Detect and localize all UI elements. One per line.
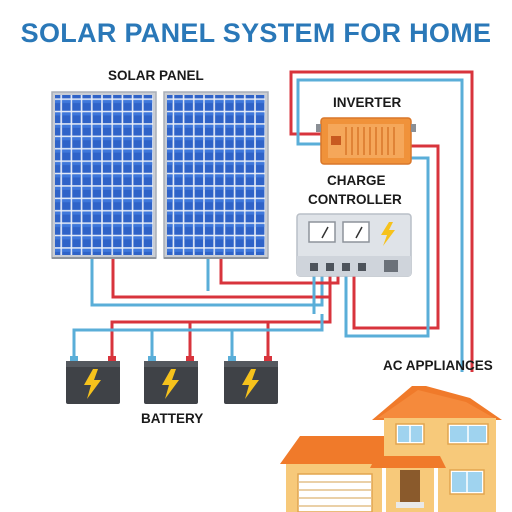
lightning-bolt-icon: [381, 222, 395, 246]
wire-panel2-pos: [219, 259, 340, 285]
wires: [72, 70, 474, 372]
battery-2: [144, 356, 198, 404]
charge-controller-icon: [296, 213, 412, 277]
wire-battery-pos-bus: [110, 273, 332, 358]
ac-appliances-label: AC APPLIANCES: [383, 358, 493, 373]
solar-panel-left: [51, 91, 157, 259]
wire-battery-neg-bus: [72, 273, 324, 358]
charge-controller-label-line1: CHARGE: [327, 173, 386, 188]
wire-ctrl-inverter-red: [352, 144, 440, 330]
diagram-title: SOLAR PANEL SYSTEM FOR HOME: [20, 18, 492, 48]
wire-ac-red: [289, 70, 474, 372]
lightning-bolt-icon: [242, 369, 259, 399]
wire-ctrl-inverter-blue: [344, 156, 430, 338]
wire-panel1-neg: [90, 259, 324, 307]
inverter-label: INVERTER: [333, 95, 402, 110]
wire-ac-blue: [296, 78, 464, 372]
solar-panel-label: SOLAR PANEL: [108, 68, 204, 83]
house-icon: [280, 386, 502, 512]
lightning-bolt-icon: [162, 369, 179, 399]
battery-3: [224, 356, 278, 404]
battery-1: [66, 356, 120, 404]
battery-label: BATTERY: [141, 411, 204, 426]
lightning-bolt-icon: [84, 369, 101, 399]
inverter-icon: [316, 117, 416, 165]
solar-panel-right: [163, 91, 269, 259]
charge-controller-label-line2: CONTROLLER: [308, 192, 402, 207]
